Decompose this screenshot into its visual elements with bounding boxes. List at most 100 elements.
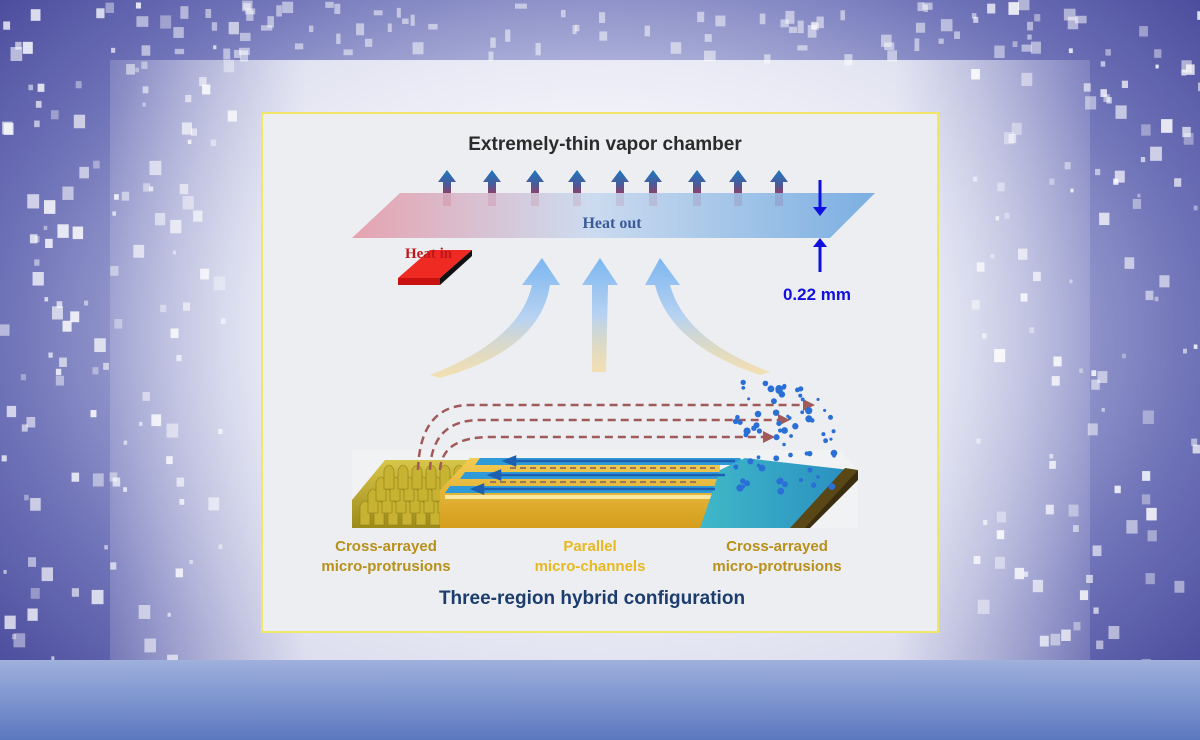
droplet [831,429,836,434]
light-square [1122,353,1126,359]
light-square [1027,34,1032,40]
light-square [715,15,726,27]
light-square [973,16,979,23]
light-square [48,352,53,358]
light-square [954,31,960,39]
light-square [1147,530,1157,542]
light-square [32,272,44,286]
thickness-label: 0.22 mm [783,285,851,304]
light-square [10,47,23,61]
light-square [1067,16,1079,30]
light-square [27,194,40,209]
droplet [740,379,746,386]
right-region-label-line1: Cross-arrayed [726,538,828,555]
droplet [737,419,743,425]
light-square [1145,573,1155,585]
protrusion [397,464,409,490]
light-square [1008,2,1020,15]
light-square [1142,410,1154,424]
light-square [21,424,28,432]
light-square [599,31,608,41]
light-square [103,362,109,370]
droplet [733,464,739,470]
light-square [111,47,116,53]
condensate-droplets [732,379,838,495]
left-region-label-line2: micro-protrusions [321,558,450,575]
light-square [759,13,766,25]
light-square [599,12,606,23]
light-square [1099,212,1110,226]
droplet [776,478,783,485]
droplet [732,418,739,425]
light-square [914,38,920,52]
heat-arrow-icon [438,170,456,206]
light-square [246,11,254,21]
heat-up-arrows [438,170,788,206]
heat-out-label: Heat out [582,215,642,232]
light-square [37,83,45,92]
light-square [797,20,804,34]
light-square [1092,545,1102,557]
light-square [764,54,771,64]
light-square [75,81,82,89]
light-square [514,3,527,9]
light-square [24,494,29,501]
light-square [30,9,41,21]
protrusion [425,464,437,490]
light-square [55,368,62,376]
light-square [51,110,59,120]
light-square [1034,14,1041,22]
light-square [1192,444,1200,454]
light-square [575,24,580,32]
light-square [44,297,49,302]
light-square [1126,520,1138,534]
droplet [795,387,800,393]
light-square [1068,48,1073,54]
light-square [91,589,104,605]
droplet [777,428,783,433]
light-square [211,22,218,31]
light-square [915,22,926,33]
liquid-return-arrows [469,455,735,495]
light-square [30,498,41,511]
vapor-rising-arrows [430,258,770,378]
droplet [830,449,838,457]
light-square [994,45,1005,59]
wick-structure [352,379,858,528]
light-square [940,19,953,32]
light-square [223,48,231,60]
light-square [20,374,26,381]
droplet [788,452,793,458]
light-square [881,34,892,47]
droplet [777,487,785,495]
light-square [412,42,424,55]
light-square [844,54,853,66]
light-square [1193,344,1198,349]
light-square [1021,44,1032,52]
light-square [240,50,249,62]
light-square [505,29,511,42]
light-square [173,27,184,38]
light-square [11,634,17,640]
light-square [1142,471,1151,481]
light-square [788,26,798,33]
light-square [96,8,105,19]
light-square [15,41,22,50]
light-square [428,23,438,30]
light-square [27,608,38,621]
droplet [776,420,782,427]
droplet [744,480,750,487]
light-square [267,16,274,28]
light-square [1100,89,1107,98]
light-square [1145,290,1154,301]
configuration-caption: Three-region hybrid configuration [439,588,745,609]
droplet [828,483,836,490]
light-square [2,121,13,135]
light-square [309,25,314,33]
light-square [1182,126,1191,138]
light-square [884,42,895,51]
light-square [1141,124,1151,136]
light-square [1114,170,1125,183]
droplet [805,415,813,423]
light-square [1141,494,1151,505]
